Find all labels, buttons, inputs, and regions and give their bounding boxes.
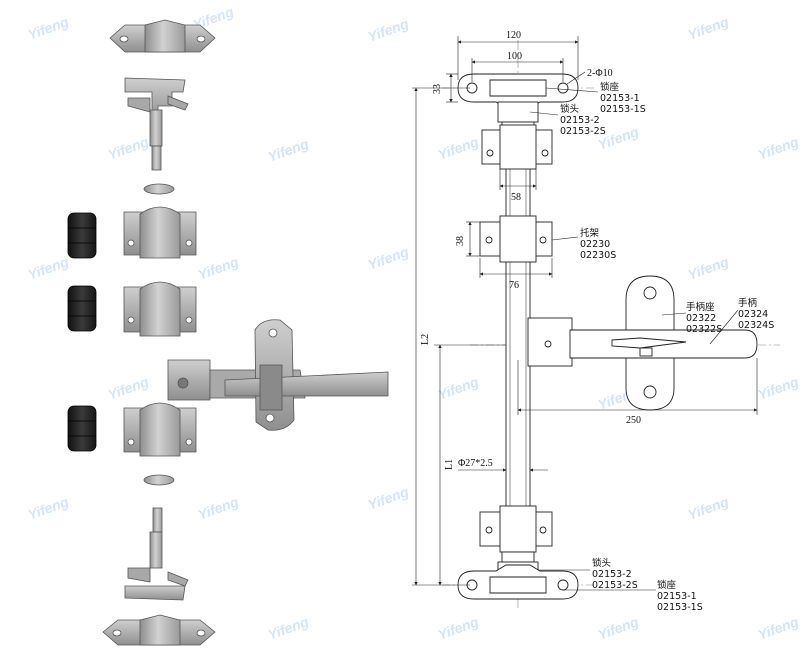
watermark: Yifeng [436,613,482,643]
watermark: Yifeng [596,613,642,643]
svg-text:手柄: 手柄 [738,297,757,309]
svg-text:02322S: 02322S [686,324,722,335]
svg-text:锁座: 锁座 [657,579,677,591]
main-tube [505,99,531,576]
svg-text:02153-2S: 02153-2S [592,580,638,591]
watermark: Yifeng [366,15,412,45]
watermark: Yifeng [26,253,72,283]
dim-38: 38 [455,236,466,246]
label-handle: 手柄 02324 02324S [738,297,774,331]
handle-bar [569,329,758,359]
bracket-middle [479,215,553,263]
watermark: Yifeng [756,613,800,643]
svg-text:02153-1S: 02153-1S [600,104,646,115]
technical-drawing [412,36,780,610]
dim-hole: 2-Φ10 [587,68,613,79]
bracket-part-2 [123,281,197,337]
svg-text:02153-1: 02153-1 [600,93,640,104]
label-bracket: 托架 02230 02230S [580,227,616,261]
watermark: Yifeng [436,373,482,403]
watermark: Yifeng [366,243,412,273]
svg-text:锁座: 锁座 [600,81,620,93]
bracket-upper [481,124,553,170]
watermark: Yifeng [196,493,242,523]
svg-text:02153-1S: 02153-1S [657,602,703,613]
watermark: Yifeng [26,13,72,43]
watermark: Yifeng [686,253,732,283]
dim-L2: L2 [420,334,431,345]
handle-block [527,317,573,367]
svg-text:02153-2: 02153-2 [560,115,600,126]
watermark: Yifeng [756,373,800,403]
svg-text:02322: 02322 [686,313,716,324]
washer [143,474,175,486]
washer [143,183,175,195]
dimension-texts: 120 100 33 58 38 76 250 L2 L1 2-Φ10 Φ27*… [420,30,641,470]
svg-text:手柄座: 手柄座 [686,301,715,313]
svg-text:02230S: 02230S [580,250,616,261]
svg-text:02324S: 02324S [738,320,774,331]
dim-L1: L1 [444,459,455,470]
handle-assembly-part [167,319,389,431]
svg-text:锁头: 锁头 [592,557,611,569]
watermark: Yifeng [366,483,412,513]
svg-text:02153-2S: 02153-2S [560,126,606,137]
lock-head-part-bottom [124,507,189,601]
bracket-lower [479,505,553,553]
lock-head-part-top [124,77,189,171]
svg-text:02153-2: 02153-2 [592,569,632,580]
lock-seat-top [457,73,579,109]
svg-text:02230: 02230 [580,239,610,250]
watermark: Yifeng [106,373,152,403]
dim-33: 33 [432,84,443,94]
part-labels: 锁座 02153-1 02153-1S 锁头 02153-2 02153-2S … [560,81,774,613]
dim-58: 58 [511,192,521,203]
watermark: Yifeng [26,493,72,523]
label-lock-head-top: 锁头 02153-2 02153-2S [560,103,606,137]
dim-tube: Φ27*2.5 [458,458,493,469]
rubber-bushing-1 [67,212,97,259]
bracket-part-1 [123,206,197,259]
watermark: Yifeng [686,13,732,43]
label-lock-seat-top: 锁座 02153-1 02153-1S [600,81,646,115]
rubber-bushing-3 [67,405,97,452]
watermark: Yifeng [106,133,152,163]
exploded-parts [67,19,389,646]
lock-seat-bottom [457,564,579,600]
svg-text:托架: 托架 [580,227,600,239]
rubber-bushing-2 [67,285,97,332]
dim-120: 120 [506,30,521,41]
lock-seat-part-top [109,19,216,53]
watermark: Yifeng [756,133,800,163]
svg-text:锁头: 锁头 [560,103,579,115]
svg-text:02153-1: 02153-1 [657,591,697,602]
watermark: Yifeng [266,613,312,643]
lock-seat-part-bottom [102,614,216,646]
label-lock-seat-bottom: 锁座 02153-1 02153-1S [657,579,703,613]
watermark: Yifeng [686,493,732,523]
watermark: Yifeng [266,135,312,165]
bracket-part-3 [123,402,197,457]
dimension-lines [412,36,758,591]
watermark: Yifeng [196,253,242,283]
watermark: Yifeng [436,133,482,163]
dim-250: 250 [626,415,641,426]
label-handle-seat: 手柄座 02322 02322S [686,301,722,335]
label-lock-head-bottom: 锁头 02153-2 02153-2S [592,557,638,591]
dim-76: 76 [509,280,519,291]
dim-100: 100 [507,51,522,62]
svg-text:02324: 02324 [738,309,768,320]
